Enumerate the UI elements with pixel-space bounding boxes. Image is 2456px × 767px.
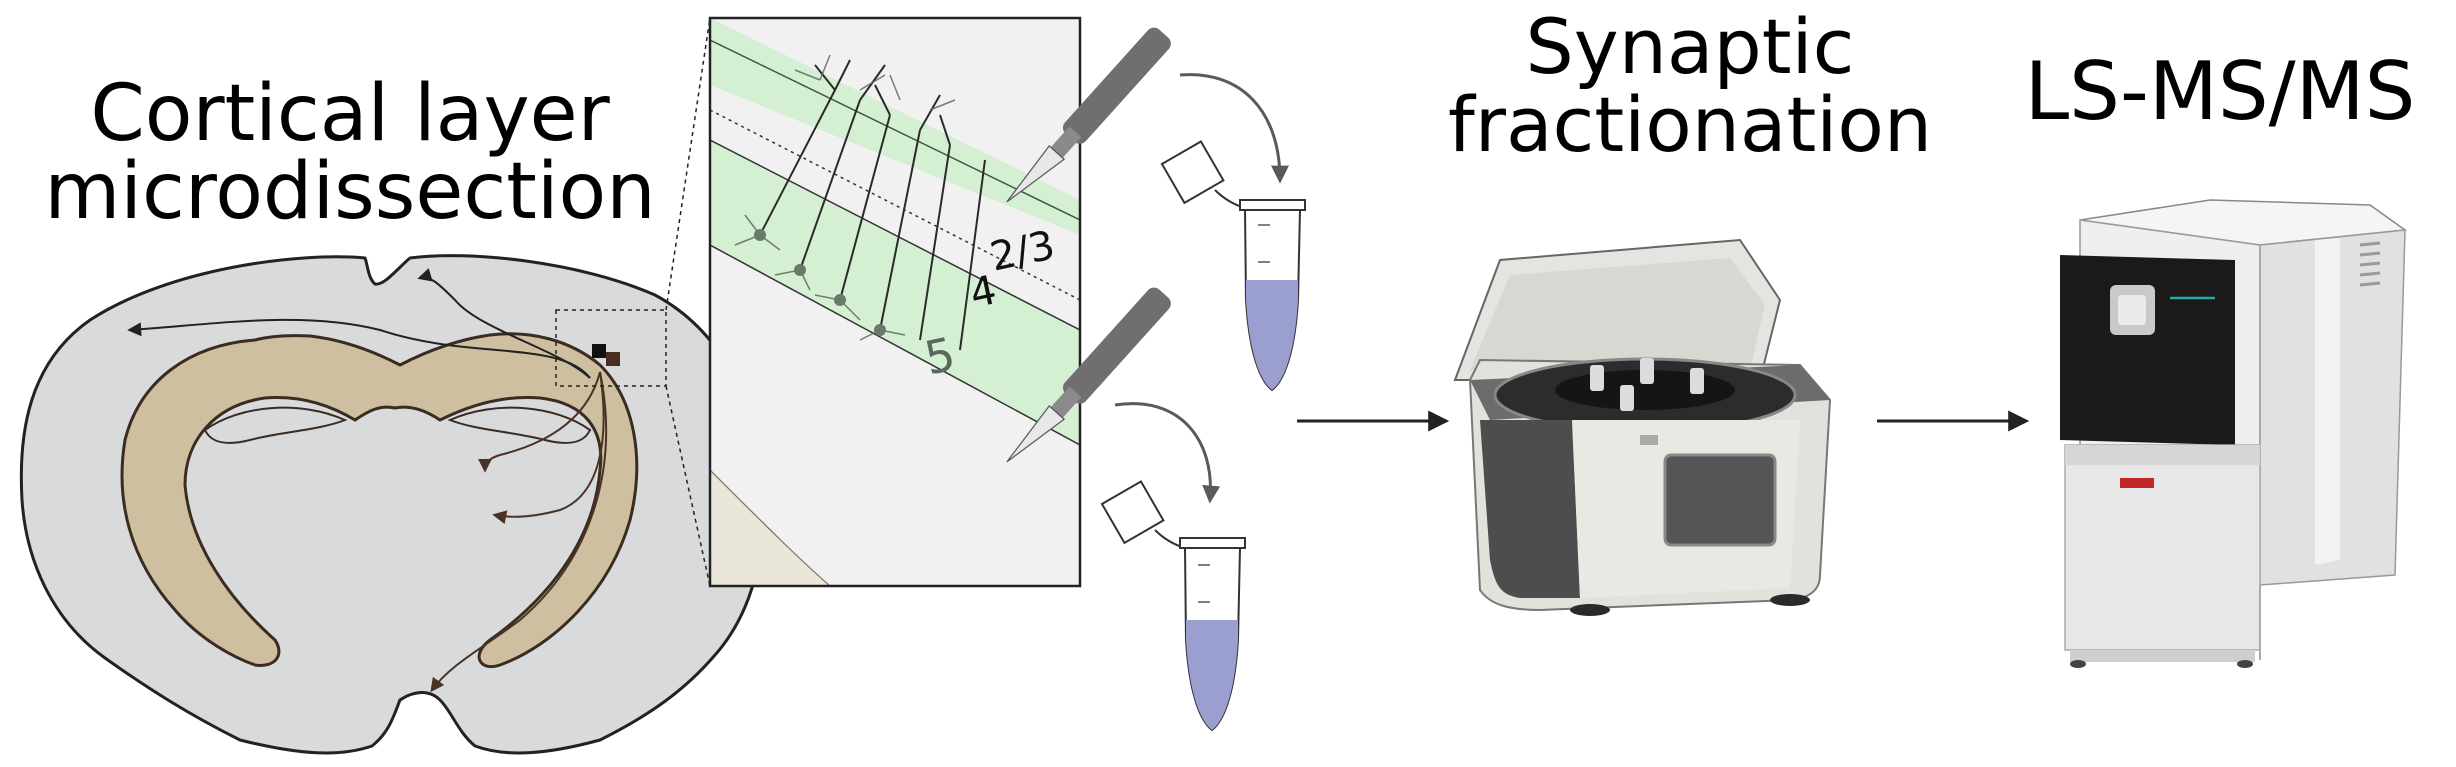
projection-arrow-3 [478, 371, 601, 473]
fractionation-title-line1: Synaptic [1525, 2, 1855, 91]
cortex-zoom-panel: 2/3 4 5 [708, 16, 1082, 588]
zoom-source-box [555, 309, 667, 387]
projection-arrow-5 [430, 371, 607, 693]
dissection-site-marker [592, 344, 606, 358]
white-matter [120, 332, 639, 668]
transfer-arrow-lower [1114, 402, 1221, 504]
scalpel-icon [1006, 287, 1171, 463]
scalpel-icon [1006, 27, 1171, 203]
transfer-arrow-upper [1179, 73, 1289, 184]
dendrite-cluster [734, 54, 956, 341]
tube-upper [1160, 140, 1306, 392]
dissection-site-marker-2 [606, 352, 620, 366]
microdissection-title: Cortical layer microdissection [0, 75, 700, 231]
mass-spectrometer-icon [2060, 199, 2408, 668]
brain-section [19, 17, 766, 755]
centrifuge-icon [1453, 238, 1832, 616]
scalpel-upper [1006, 27, 1171, 203]
fractionation-title: Synaptic fractionation [1380, 8, 2000, 164]
microcentrifuge-tube-icon [1100, 480, 1246, 732]
tube-lower [1100, 480, 1246, 732]
microdissection-title-line1: Cortical layer [90, 69, 610, 159]
layer-5-band [710, 140, 1080, 445]
zoom-guide-top [665, 17, 711, 311]
ventricle-left [203, 406, 348, 444]
microdissection-title-line2: microdissection [44, 147, 656, 237]
ventricle-right [447, 406, 592, 444]
projection-arrow-2 [417, 268, 591, 379]
microcentrifuge-tube-icon [1160, 140, 1306, 392]
scalpel-lower [1006, 287, 1171, 463]
fractionation-title-line2: fractionation [1447, 80, 1933, 169]
projection-arrow-4 [492, 371, 605, 525]
mass-spec-title: LS-MS/MS [2024, 45, 2416, 138]
zoom-guide-bottom [665, 385, 711, 587]
projection-arrow-1 [127, 318, 591, 379]
